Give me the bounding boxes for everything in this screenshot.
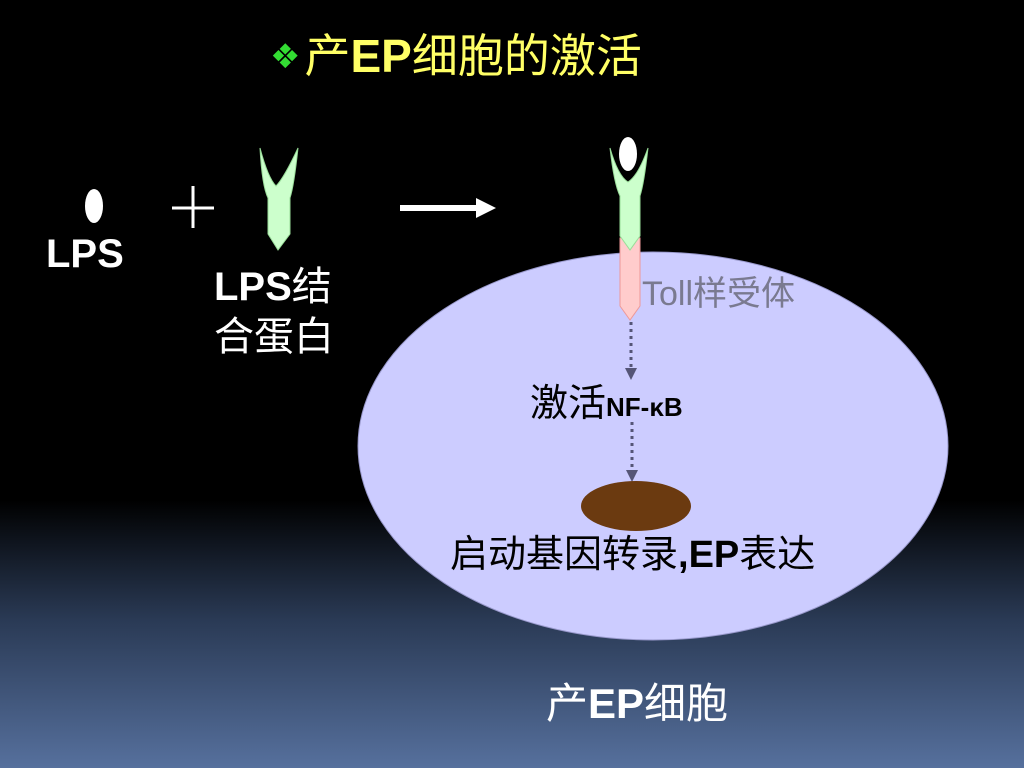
transcription-suffix: 表达 bbox=[739, 534, 816, 576]
nfkb-prefix: 激活 bbox=[530, 383, 607, 425]
lps-label: LPS bbox=[46, 232, 124, 276]
title-suffix: 细胞的激活 bbox=[411, 30, 642, 82]
nucleus-icon bbox=[581, 481, 691, 531]
bound-lps-binding-protein-icon bbox=[609, 147, 649, 251]
transcription-prefix: 启动基因转录 bbox=[450, 534, 679, 576]
lbp-abbr: LPS bbox=[214, 265, 292, 309]
bound-lps-molecule-icon bbox=[619, 137, 637, 171]
nfkb-abbr: NF-κB bbox=[606, 392, 683, 422]
transcription-abbr: ,EP bbox=[678, 534, 740, 576]
cell-prefix: 产 bbox=[546, 680, 589, 727]
title-abbr: EP bbox=[350, 30, 412, 82]
signal-arrow-icon bbox=[625, 322, 637, 380]
reaction-arrow-icon bbox=[400, 198, 496, 218]
lps-binding-protein-icon bbox=[259, 147, 299, 251]
ep-cell-body bbox=[357, 251, 949, 641]
diamond-bullet-icon: ❖ bbox=[270, 38, 301, 76]
toll-receptor-label: Toll样受体 bbox=[642, 275, 796, 313]
lbp-text1: 结 bbox=[291, 265, 332, 309]
cell-caption: 产EP细胞 bbox=[546, 676, 728, 732]
plus-icon bbox=[172, 186, 214, 228]
lps-binding-protein-label: LPS结合蛋白 bbox=[214, 262, 364, 362]
lbp-text2: 合蛋白 bbox=[214, 315, 334, 359]
title-prefix: 产 bbox=[304, 30, 351, 82]
nfkb-activation-label: 激活NF-κB bbox=[530, 380, 683, 431]
cell-suffix: 细胞 bbox=[644, 680, 729, 727]
gene-transcription-label: 启动基因转录,EP表达 bbox=[450, 532, 820, 578]
cell-abbr: EP bbox=[588, 680, 645, 727]
slide-title: ❖产EP细胞的激活 bbox=[270, 26, 642, 87]
lps-molecule-icon bbox=[85, 189, 103, 223]
signal-arrow-icon bbox=[626, 422, 638, 482]
